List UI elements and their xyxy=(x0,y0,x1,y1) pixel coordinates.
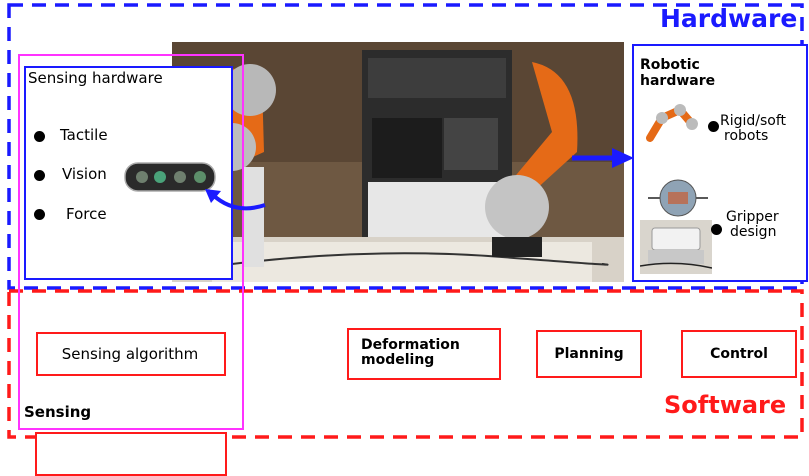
sensing-algorithm-box-visible-main xyxy=(35,432,227,476)
deformation-modeling-box xyxy=(347,328,501,380)
sensing-group-frame xyxy=(18,54,244,430)
sensing-group-label: Sensing xyxy=(24,403,92,421)
planning-box xyxy=(536,330,642,378)
robotic-hardware-title-line2: hardware xyxy=(640,73,716,89)
deformation-modeling-label: Deformation modeling xyxy=(347,329,497,377)
deformation-line2: modeling xyxy=(361,352,435,368)
robot-scene-illustration xyxy=(172,42,624,282)
software-title: Software xyxy=(664,391,787,419)
gripper-design-label: Gripper design xyxy=(726,210,779,240)
gripper-line1: Gripper xyxy=(726,209,779,225)
robot-arm-icon xyxy=(646,104,698,142)
bullet-icon xyxy=(711,224,722,235)
robot-scene-photo xyxy=(172,42,624,282)
bullet-icon xyxy=(34,209,45,220)
control-box xyxy=(681,330,797,378)
hardware-title: Hardware xyxy=(660,4,798,33)
bullet-icon xyxy=(34,170,45,181)
sensing-hardware-title: Sensing hardware xyxy=(28,69,163,87)
rigid-soft-robots-label: Rigid/soft robots xyxy=(720,114,786,144)
robotic-hardware-title: Robotic hardware xyxy=(640,57,715,89)
deformation-line1: Deformation xyxy=(361,337,460,353)
hardware-dashed-frame xyxy=(7,3,804,290)
bullet-icon xyxy=(708,121,719,132)
right-arrow-icon xyxy=(572,148,634,168)
software-dashed-frame xyxy=(7,289,804,439)
depth-camera-icon xyxy=(124,162,216,192)
gripper-design-icon xyxy=(640,220,712,274)
tactile-label: Tactile xyxy=(60,126,108,144)
frame-layer xyxy=(7,3,804,439)
sensing-algorithm-box xyxy=(36,332,226,376)
gripper-sensor-icon xyxy=(648,179,708,217)
gripper-line2: design xyxy=(730,224,777,240)
robotic-hardware-title-line1: Robotic xyxy=(640,57,700,73)
planning-label: Planning xyxy=(554,346,624,362)
force-label: Force xyxy=(66,205,107,223)
rigid-soft-line2: robots xyxy=(724,128,769,144)
vision-label: Vision xyxy=(62,165,107,183)
curved-arrow-icon xyxy=(205,189,266,211)
control-label: Control xyxy=(710,346,768,362)
sensing-algorithm-label: Sensing algorithm xyxy=(61,345,199,363)
bullet-icon xyxy=(34,131,45,142)
rigid-soft-line1: Rigid/soft xyxy=(720,113,787,129)
